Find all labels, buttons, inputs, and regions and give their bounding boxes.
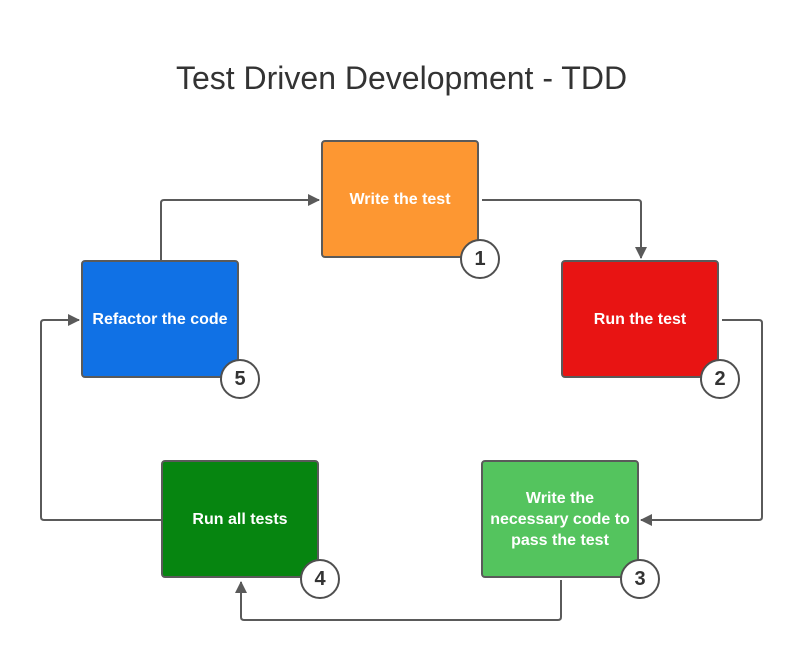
step-label: Write the necessary code to pass the tes… [490, 489, 630, 549]
connector-3-to-4 [235, 580, 562, 621]
step-box-run-all-tests: Run all tests [161, 460, 319, 578]
diagram-title: Test Driven Development - TDD [175, 60, 628, 96]
step-number-badge: 2 [700, 359, 740, 399]
step-number-badge: 5 [220, 359, 260, 399]
connector-2-to-3 [640, 319, 763, 526]
step-box-run-the-test: Run the test [561, 260, 719, 378]
step-box-refactor-the-code: Refactor the code [81, 260, 239, 378]
step-number-badge: 3 [620, 559, 660, 599]
step-box-write-necessary-code: Write the necessary code to pass the tes… [481, 460, 639, 578]
connector-5-to-1 [160, 194, 320, 260]
step-number-badge: 4 [300, 559, 340, 599]
step-number-badge: 1 [460, 239, 500, 279]
step-label: Run all tests [192, 510, 288, 528]
connector-4-to-5 [40, 314, 161, 521]
step-label: Refactor the code [92, 310, 228, 328]
step-label: Write the test [349, 190, 451, 208]
step-label: Run the test [593, 310, 687, 328]
connector-1-to-2 [482, 199, 647, 259]
step-box-write-the-test: Write the test [321, 140, 479, 258]
